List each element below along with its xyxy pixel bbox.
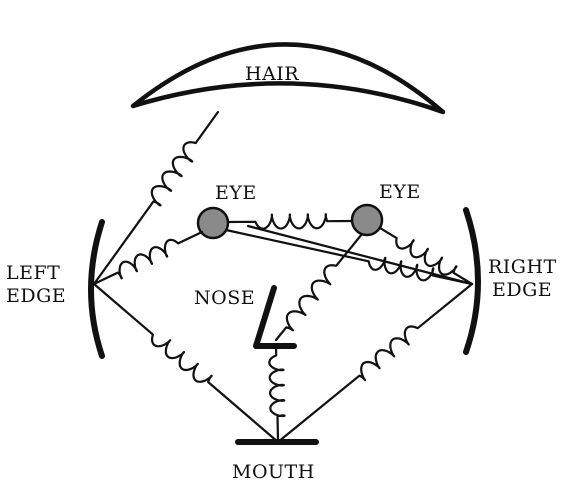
right-eye-part xyxy=(350,203,384,237)
right-eye-to-nose-spring xyxy=(274,232,364,342)
right-edge-label-line1: RIGHT xyxy=(488,256,557,278)
left-edge-label-line1: LEFT xyxy=(6,262,60,284)
hair-part xyxy=(130,42,446,115)
left-eye-part xyxy=(196,206,230,240)
left-eye-to-right-edge-spring xyxy=(224,228,474,286)
mouth-label: MOUTH xyxy=(232,461,315,483)
right-edge-part xyxy=(463,207,481,355)
left-eye-to-left-edge-spring xyxy=(92,230,204,286)
left-eye-label: EYE xyxy=(215,182,257,204)
eye-to-eye-spring xyxy=(226,213,354,230)
right-edge-to-mouth-spring xyxy=(276,282,474,444)
right-edge-label-line2: EDGE xyxy=(492,279,552,301)
nose-label: NOSE xyxy=(194,287,255,309)
nose-to-right-edge-link xyxy=(246,224,474,286)
left-edge-part xyxy=(88,219,105,359)
right-eye-label: EYE xyxy=(379,181,421,203)
right-eye-to-right-edge-spring xyxy=(378,226,474,286)
nose-to-mouth-spring xyxy=(268,344,286,442)
left-edge-label-line2: EDGE xyxy=(6,285,66,307)
spring-connections xyxy=(92,110,474,444)
hair-label: HAIR xyxy=(245,63,299,85)
nose-part xyxy=(253,285,297,349)
left-edge-to-mouth-spring xyxy=(92,282,280,444)
hair-to-left-edge-spring xyxy=(92,110,220,286)
